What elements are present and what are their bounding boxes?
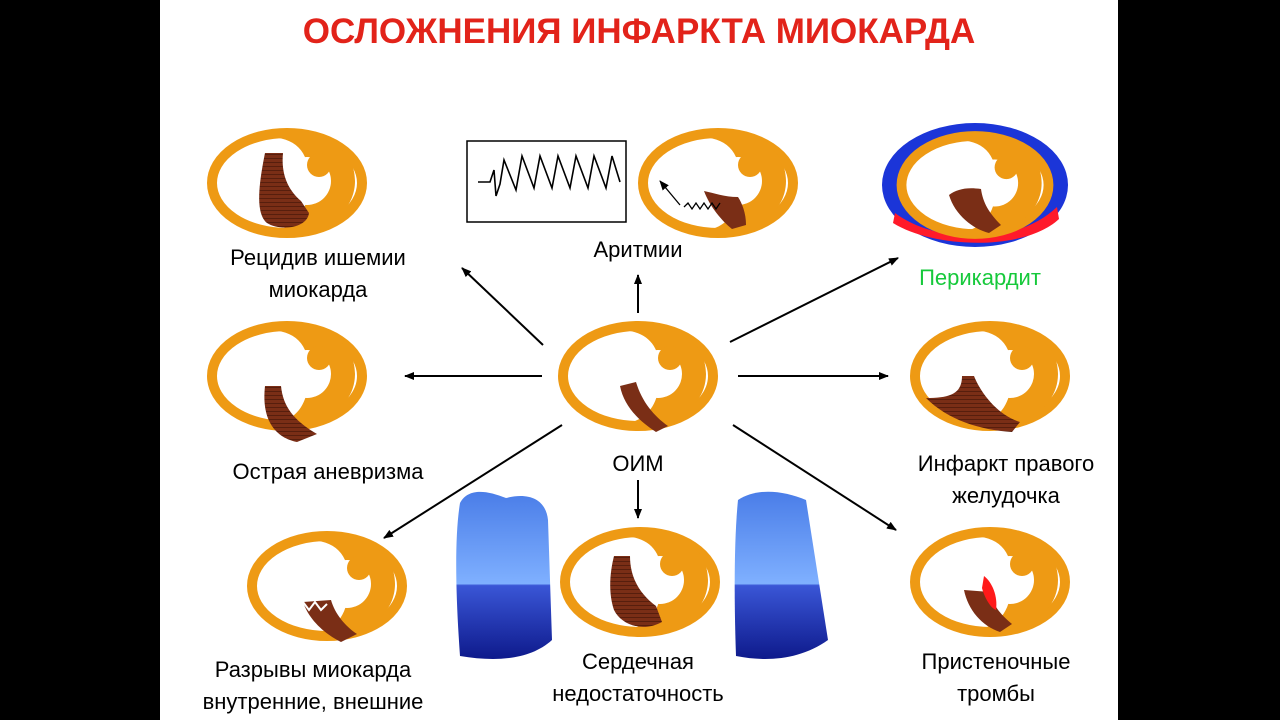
lung-right [734, 491, 828, 659]
heart-recurrent-ischemia [212, 133, 362, 233]
slide-title: ОСЛОЖНЕНИЯ ИНФАРКТА МИОКАРДА [302, 12, 976, 51]
arrow-to-ruptures [383, 424, 563, 539]
lung-left [456, 491, 552, 659]
arrows [383, 257, 899, 539]
thrombus-mark [982, 576, 997, 610]
heart-pericarditis [882, 123, 1068, 247]
heart-heart-failure [565, 532, 715, 632]
heart-ruptures [252, 536, 402, 642]
label-right-ventricle: Инфаркт правого желудочка [917, 451, 1095, 508]
heart-acute-aneurysm [212, 326, 362, 442]
label-recurrent-ischemia: Рецидив ишемии миокарда [230, 245, 406, 302]
heart-mural-thrombi [915, 532, 1065, 632]
label-arrhythmias: Аритмии [593, 237, 683, 262]
arrow-to-thrombi [732, 424, 897, 531]
heart-arrhythmias [643, 133, 793, 233]
label-mural-thrombi: Пристеночные тромбы [921, 649, 1071, 706]
ecg-trace [478, 152, 621, 197]
heart-right-ventricle [915, 326, 1065, 432]
ecg-box [466, 140, 627, 223]
arrow-to-recurrent-ischemia [461, 267, 544, 346]
label-acute-aneurysm: Острая аневризма [232, 459, 424, 484]
label-center: ОИМ [612, 451, 664, 476]
complications-diagram [160, 123, 1118, 659]
label-ruptures: Разрывы миокарда внутренние, внешние [202, 657, 424, 714]
label-pericarditis: Перикардит [919, 265, 1041, 290]
slide: ОСЛОЖНЕНИЯ ИНФАРКТА МИОКАРДА [160, 0, 1118, 720]
label-heart-failure: Сердечная недостаточность [552, 649, 724, 706]
center-heart [563, 326, 713, 432]
arrow-to-pericarditis [729, 257, 899, 343]
